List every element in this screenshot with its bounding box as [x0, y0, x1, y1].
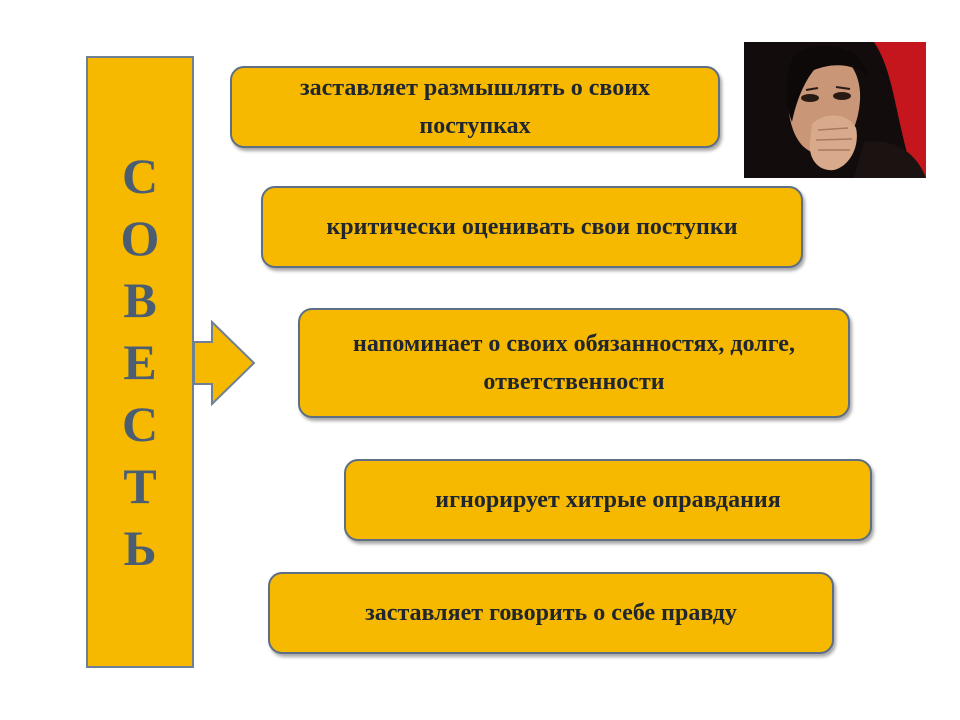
- title-letter: Е: [123, 334, 157, 390]
- item-box-reflect: заставляет размышлять о своих поступках: [230, 66, 720, 148]
- conscience-title-bar: С О В Е С Т Ь: [86, 56, 194, 668]
- title-letter: Ь: [123, 520, 157, 576]
- item-text: заставляет говорить о себе правду: [365, 600, 737, 626]
- title-letter: В: [123, 272, 157, 328]
- item-text: заставляет размышлять о своих поступках: [299, 75, 651, 139]
- item-text: напоминает о своих обязанностях, долге, …: [353, 331, 795, 395]
- item-text: критически оценивать свои поступки: [326, 214, 738, 240]
- right-arrow-icon: [193, 320, 256, 406]
- item-box-excuses: игнорирует хитрые оправдания: [344, 459, 872, 541]
- item-text: игнорирует хитрые оправдания: [435, 487, 781, 513]
- item-box-truth: заставляет говорить о себе правду: [268, 572, 834, 654]
- item-box-duties: напоминает о своих обязанностях, долге, …: [298, 308, 850, 418]
- title-letter: О: [120, 210, 160, 266]
- title-letter: С: [121, 396, 159, 452]
- title-letter: С: [121, 148, 159, 204]
- item-box-evaluate: критически оценивать свои поступки: [261, 186, 803, 268]
- woman-thinking-photo: [744, 42, 926, 178]
- title-letter: Т: [123, 458, 157, 514]
